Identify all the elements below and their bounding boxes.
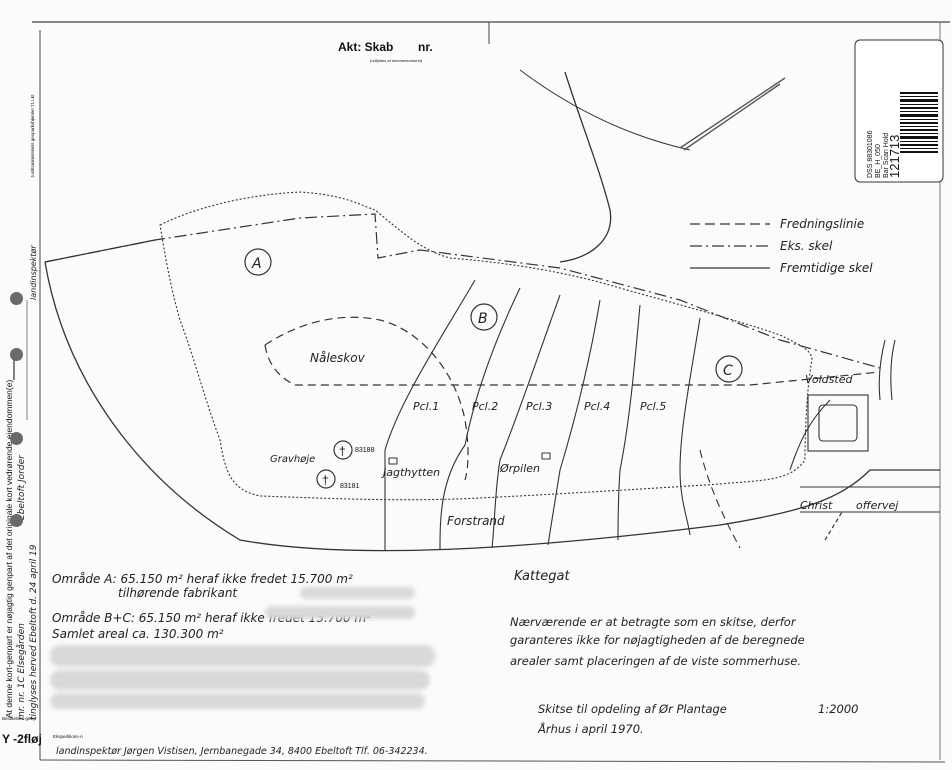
- redaction: [265, 606, 415, 619]
- area-line-2: tilhørende fabrikant: [118, 586, 238, 600]
- footer-surveyor: landinspektør Jørgen Vistisen, Jernbaneg…: [56, 746, 428, 757]
- redaction: [50, 693, 425, 709]
- voldsted-inner: [818, 404, 858, 442]
- frame-bottom-line: [39, 759, 946, 763]
- redaction: [50, 645, 435, 667]
- parcel-3-label: Pcl.3: [526, 400, 552, 413]
- forstrand-label: Forstrand: [447, 514, 505, 528]
- road-north: [878, 339, 896, 401]
- naaleskov-label: Nåleskov: [310, 351, 366, 365]
- footer-left-tag: Y -2fløj: [2, 732, 42, 746]
- legend-label-fredningslinie: Fredningslinie: [780, 217, 864, 231]
- parcel-1-label: Pcl.1: [413, 400, 439, 413]
- note-line-3: arealer samt placeringen af de viste som…: [510, 654, 801, 668]
- redaction: [300, 587, 415, 599]
- barcode-stamp: [854, 39, 944, 183]
- punch-hole: [10, 432, 23, 445]
- akt-label: Akt: Skab: [338, 40, 393, 54]
- voldsted-outer: [807, 394, 869, 452]
- road-curve-right: [789, 399, 831, 471]
- nr-label: nr.: [418, 40, 433, 54]
- area-a-label: A: [251, 256, 262, 272]
- footer-tiny-text: Ekspeditions-A: [53, 734, 83, 739]
- parcel-2-label: Pcl.2: [472, 400, 498, 413]
- forest-boundary: [159, 191, 813, 501]
- outer-boundary: [44, 261, 940, 552]
- parcel-lines: [384, 279, 701, 551]
- jagthytten-label: Jagthytten: [381, 466, 440, 479]
- redaction: [50, 670, 430, 690]
- sketch-title: Skitse til opdeling af Ør Plantage: [538, 702, 727, 716]
- note-line-1: Nærværende er at betragte som en skitse,…: [510, 615, 797, 629]
- area-c-circle: [715, 355, 743, 383]
- area-line-1: Område A: 65.150 m² heraf ikke fredet 15…: [52, 572, 353, 586]
- area-line-4: Samlet areal ca. 130.300 m²: [52, 627, 224, 641]
- footer-stamp-small: Beståelses-gebyr: [2, 715, 37, 721]
- legend-label-fremtidige-skel: Fremtidige skel: [780, 261, 873, 275]
- area-b-circle: [470, 303, 498, 331]
- burial-mound-1: [333, 440, 353, 460]
- stamp-code-2: BE_H_050: [875, 144, 882, 178]
- road-label-2: offervej: [856, 499, 899, 512]
- sketch-scale: 1:2000: [818, 702, 858, 716]
- area-b-label: B: [478, 311, 488, 327]
- upper-road: [519, 69, 691, 151]
- margin-main-text: At denne kort-genpart er nøjagtig genpar…: [4, 380, 14, 718]
- gravhoje-label: Gravhøje: [270, 454, 315, 465]
- punch-hole: [10, 348, 23, 361]
- sketch-place-date: Århus i april 1970.: [537, 721, 644, 736]
- svg-text:†: †: [322, 473, 329, 487]
- margin-right-line: landinspektør: [29, 245, 38, 300]
- mound-1-id: 83188: [355, 447, 375, 454]
- oerpilen-label: Ørpilen: [499, 462, 540, 475]
- preservation-line-a: [264, 316, 469, 481]
- margin-top-text: Justitsministeriets geoparkshjemlet 71 L…: [30, 93, 35, 178]
- preservation-line-c: [699, 449, 741, 549]
- punch-hole: [10, 514, 23, 527]
- burial-mound-2: [316, 469, 336, 489]
- legend-label-eks-skel: Eks. skel: [780, 239, 833, 253]
- margin-line-mr: mr. nr. 1C Elsegården: [16, 623, 27, 720]
- barcode-bars: [900, 92, 938, 153]
- road-label-1: Christ: [800, 499, 833, 512]
- parcel-4-label: Pcl.4: [584, 400, 610, 413]
- area-c-label: C: [723, 363, 733, 379]
- kattegat-label: Kattegat: [514, 569, 570, 584]
- mound-2-id: 83181: [340, 483, 360, 490]
- svg-text:†: †: [339, 444, 346, 458]
- road-curve: [559, 71, 612, 263]
- christoffervej-road: [800, 486, 940, 513]
- stamp-code-3: Bar Scan Hold: [883, 133, 890, 178]
- stamp-code-1: DSS 88301086: [867, 130, 874, 178]
- area-a-circle: [244, 248, 272, 276]
- existing-boundary: [44, 213, 881, 369]
- oerpilen-marker: [541, 452, 551, 460]
- margin-line-tinglyst: tinglyses herved Ebeltoft d. 24 april 19: [29, 544, 39, 720]
- margin-line-ejerlav: Ebeltoft Jorder: [17, 454, 27, 520]
- parcel-5-label: Pcl.5: [640, 400, 666, 413]
- note-line-2: garanteres ikke for nøjagtigheden af de …: [510, 633, 805, 647]
- punch-hole: [10, 292, 23, 305]
- jagthytten-marker: [388, 457, 398, 465]
- akt-sub-label: (udfyldes af dommerkontoret): [370, 58, 423, 63]
- preservation-line-main: [264, 344, 881, 386]
- voldsted-label: Voldsted: [805, 373, 853, 386]
- stamp-number: 121713: [887, 135, 902, 178]
- pencil-stroke: [679, 77, 786, 151]
